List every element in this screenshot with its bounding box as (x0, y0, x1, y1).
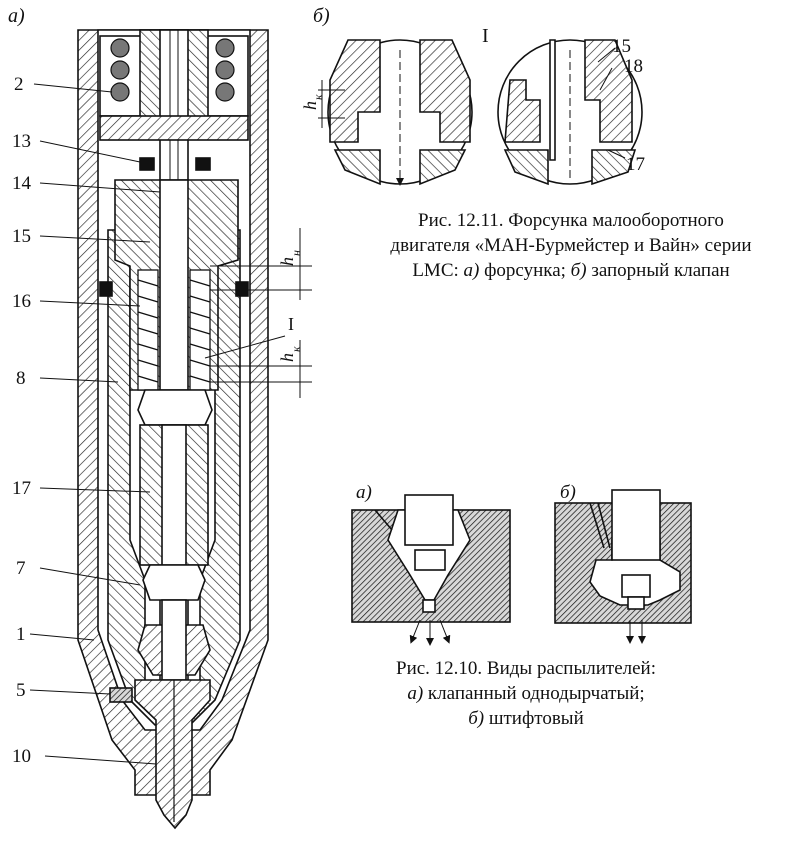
caption-1211-line2: двигателя «МАН-Бурмейстер и Вайн» серии (390, 235, 752, 256)
leader-lines (29, 83, 286, 765)
detail-dim-label-hk: h (300, 101, 320, 110)
detail-leaders (318, 47, 626, 159)
caption-1211-line3: LMC: а) форсунка; б) запорный клапан (336, 258, 806, 283)
part-label-13: 13 (12, 131, 31, 152)
top-spring (110, 38, 235, 102)
panel-label-a: а) (8, 5, 25, 27)
caption-1210-line1: Рис. 12.10. Виды распылителей: (396, 658, 656, 679)
part-label-16: 16 (12, 291, 31, 312)
dim-label-hk-sub: к (289, 346, 303, 352)
part-label-2: 2 (14, 74, 24, 95)
sprayer-pintle (554, 489, 692, 644)
detail-label-17: 17 (626, 154, 645, 175)
caption-1211-mark-b: б) (570, 260, 587, 281)
sprayer-label-b: б) (560, 482, 576, 503)
caption-1210-line3: б) штифтовый (346, 706, 706, 731)
caption-1211-line3-a: LMC: (412, 260, 464, 281)
detail-label-18: 18 (624, 56, 643, 77)
caption-fig-12-11: Рис. 12.11. Форсунка малооборотного двиг… (336, 208, 806, 283)
caption-1211-line1: Рис. 12.11. Форсунка малооборотного (418, 210, 724, 231)
detail-mark-label: I (482, 25, 489, 47)
nozzle-tip (134, 679, 211, 830)
caption-1210-mark-b: б) (468, 708, 485, 729)
panel-label-b: б) (313, 5, 330, 27)
part-label-17: 17 (12, 478, 31, 499)
main-dimensions (210, 228, 312, 398)
dim-label-hk: h (277, 353, 297, 362)
sprayer-label-a: а) (356, 482, 372, 503)
caption-1210-line2: а) клапанный однодырчатый; (346, 681, 706, 706)
sprayer-valve-single-hole (351, 494, 511, 646)
caption-1211-line3-c: запорный клапан (586, 260, 730, 281)
part-label-7: 7 (16, 558, 26, 579)
part-label-10: 10 (12, 746, 31, 767)
caption-1210-line3-text: штифтовый (484, 708, 584, 729)
detail-valve-open (327, 39, 473, 186)
main-detail-mark: I (288, 314, 294, 334)
injector-drawing (77, 29, 269, 830)
part-label-8: 8 (16, 368, 26, 389)
detail-dim-label-hk-sub: к (311, 94, 325, 100)
dim-label-hn: h (277, 257, 297, 266)
detail-valve-closed (497, 39, 643, 186)
caption-1211-line3-b: форсунка; (479, 260, 571, 281)
part-label-15: 15 (12, 226, 31, 247)
caption-1211-mark-a: а) (463, 260, 480, 281)
part-label-1: 1 (16, 624, 26, 645)
detail-label-15: 15 (612, 36, 631, 57)
part-label-14: 14 (12, 173, 32, 194)
caption-1210-line2-text: клапанный однодырчатый; (423, 683, 645, 704)
caption-fig-12-10: Рис. 12.10. Виды распылителей: а) клапан… (346, 656, 706, 731)
dim-label-hn-sub: н (289, 250, 303, 256)
part-label-5: 5 (16, 680, 26, 701)
flange-plate (99, 115, 249, 141)
caption-1210-mark-a: а) (407, 683, 424, 704)
